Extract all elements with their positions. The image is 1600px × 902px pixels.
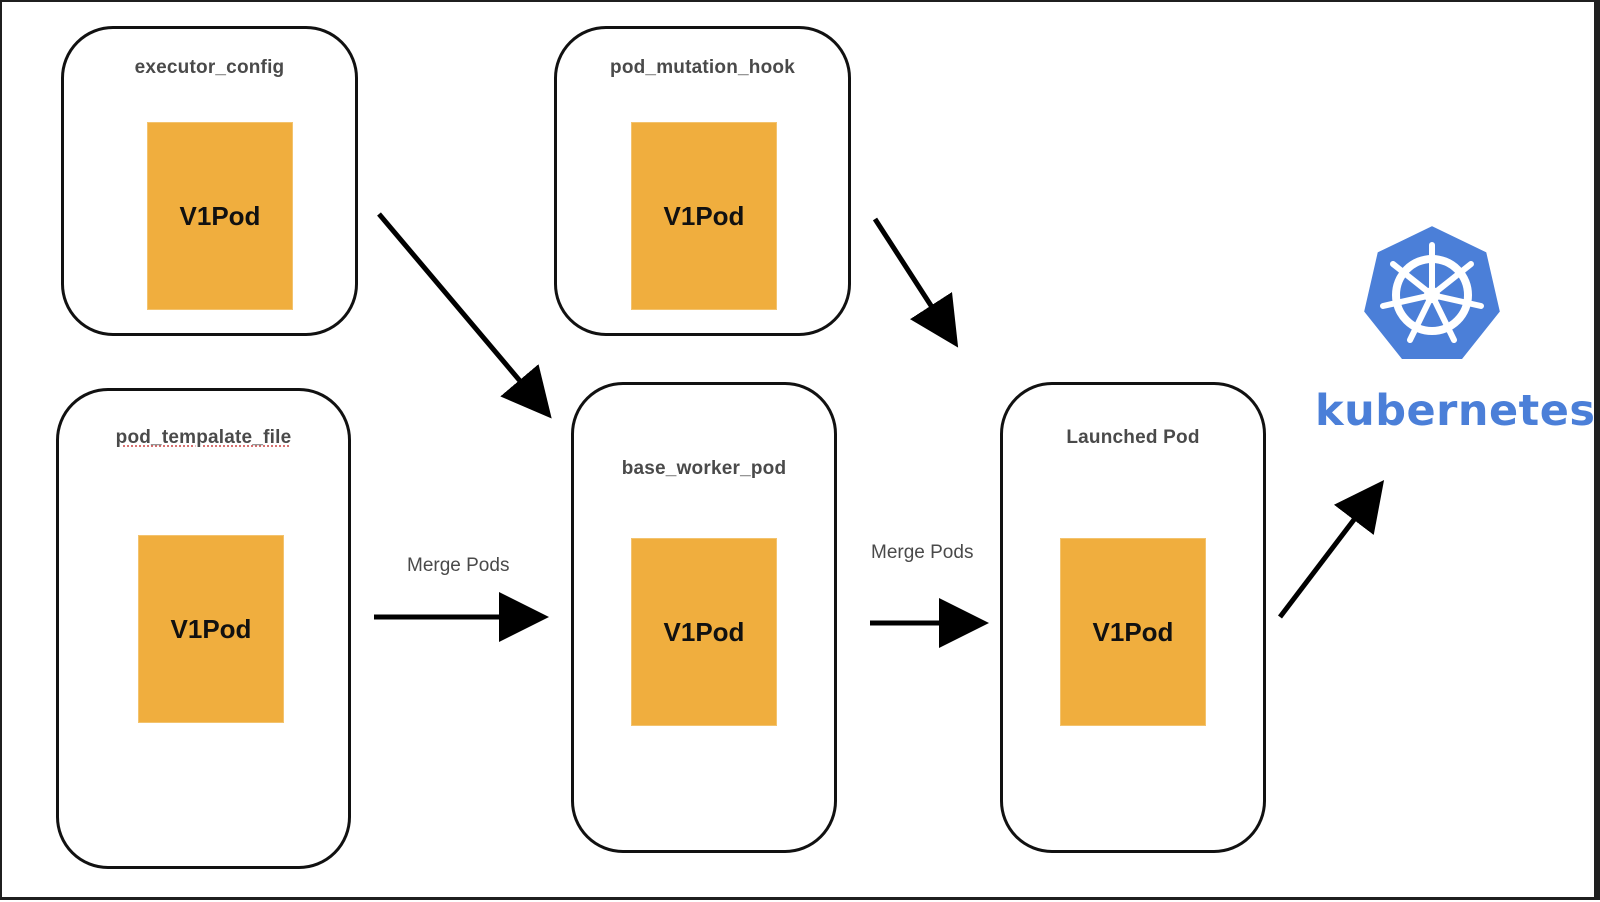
pod-mutation-hook-title: pod_mutation_hook [610, 57, 795, 78]
base-worker-pod-box: base_worker_pod V1Pod [571, 382, 837, 853]
v1pod-label: V1Pod [663, 200, 745, 231]
merge-pods-label-1: Merge Pods [407, 555, 510, 576]
executor-config-v1pod: V1Pod [147, 122, 293, 310]
base-worker-pod-v1pod: V1Pod [631, 538, 777, 726]
pod-template-file-box: pod_tempalate_file V1Pod [56, 388, 351, 869]
arrow-executor-config-to-base-worker-pod [377, 212, 552, 419]
base-worker-pod-title: base_worker_pod [621, 458, 787, 479]
executor-config-title: executor_config [134, 57, 285, 78]
merge-pods-label-2: Merge Pods [871, 542, 974, 563]
v1pod-label: V1Pod [170, 613, 252, 644]
pod-mutation-hook-v1pod: V1Pod [631, 122, 777, 310]
arrow-pod-mutation-hook-to-launched-pod [872, 217, 959, 348]
pod-template-file-title: pod_tempalate_file [115, 427, 292, 448]
pod-mutation-hook-box: pod_mutation_hook V1Pod [554, 26, 851, 336]
launched-pod-title: Launched Pod [1066, 427, 1200, 448]
kubernetes-wordmark: kubernetes [1315, 386, 1596, 436]
launched-pod-box: Launched Pod V1Pod [1000, 382, 1266, 853]
v1pod-label: V1Pod [179, 200, 261, 231]
launched-pod-v1pod: V1Pod [1060, 538, 1206, 726]
pod-template-file-v1pod: V1Pod [138, 535, 284, 723]
v1pod-label: V1Pod [1092, 616, 1174, 647]
v1pod-label: V1Pod [663, 616, 745, 647]
arrow-launched-pod-to-kubernetes [1278, 480, 1385, 619]
kubernetes-helm-wheel-icon [1360, 222, 1504, 363]
executor-config-box: executor_config V1Pod [61, 26, 358, 336]
